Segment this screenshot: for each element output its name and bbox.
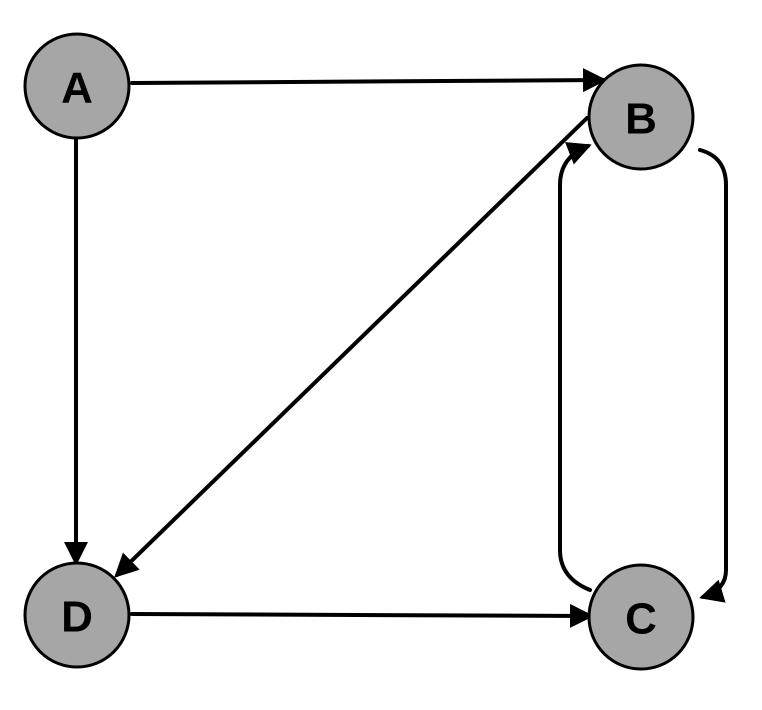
node-a-label: A <box>61 64 93 113</box>
edge-b-to-c <box>698 148 728 603</box>
node-d-label: D <box>61 593 93 642</box>
edges-layer <box>64 68 728 628</box>
node-d: D <box>23 561 131 669</box>
edge-d-to-c <box>130 603 594 628</box>
edge-b-to-d <box>114 116 589 578</box>
node-b-label: B <box>625 95 657 144</box>
node-a-circle <box>23 32 131 140</box>
node-d-circle <box>23 561 131 669</box>
edge-a-to-b <box>130 68 607 93</box>
edge-c-to-b <box>558 142 592 592</box>
node-a: A <box>23 32 131 140</box>
node-c: C <box>587 563 695 671</box>
node-b-circle <box>587 63 695 171</box>
node-c-label: C <box>625 595 657 644</box>
nodes-layer: A B C D <box>23 32 695 671</box>
node-c-circle <box>587 563 695 671</box>
node-b: B <box>587 63 695 171</box>
